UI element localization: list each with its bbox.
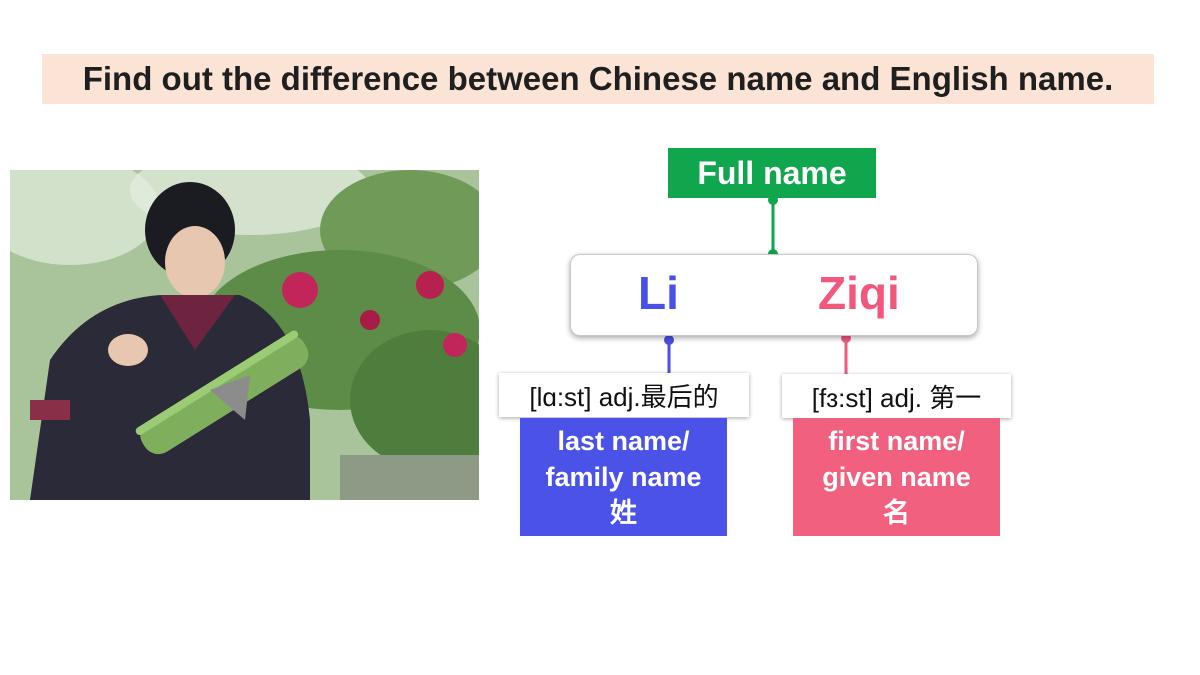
given-name-text: Ziqi <box>818 267 900 319</box>
first-name-line1: first name/ <box>828 426 965 456</box>
title-banner: Find out the difference between Chinese … <box>42 54 1154 104</box>
last-name-line1: last name/ <box>557 426 690 456</box>
first-name-line3: 名 <box>883 498 910 528</box>
slide-title: Find out the difference between Chinese … <box>82 60 1114 97</box>
last-name-line2: family name <box>545 462 702 492</box>
first-name-line2: given name <box>822 462 971 492</box>
first-name-box: first name/ given name 名 <box>793 418 1000 536</box>
last-name-box: last name/ family name 姓 <box>520 418 727 536</box>
tree-connectors <box>664 195 851 374</box>
surname-text: Li <box>638 267 679 319</box>
last-phonetic: [lɑ:st] adj.最后的 <box>499 373 749 417</box>
connector-dot-top <box>768 195 778 205</box>
photo-woman-cutting-bamboo <box>10 170 479 500</box>
photo-illustration <box>10 170 479 500</box>
surname-connector-dot <box>664 335 674 345</box>
first-phonetic: [fɜ:st] adj. 第一 <box>782 374 1011 418</box>
full-name-label: Full name <box>668 148 876 198</box>
name-box <box>570 254 978 336</box>
last-name-line3: 姓 <box>610 498 637 528</box>
